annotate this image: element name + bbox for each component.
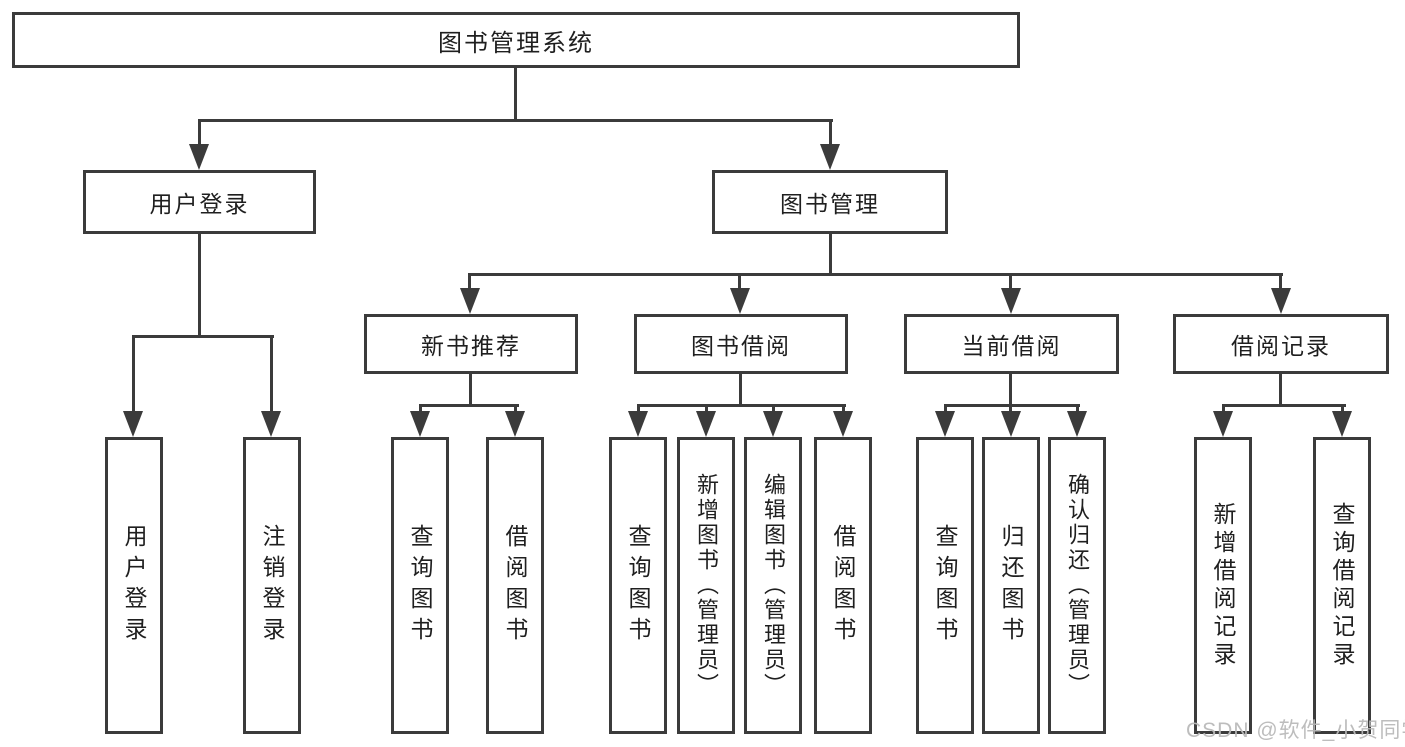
leaf-edit-book-admin: 编辑图书（管理员） — [744, 437, 802, 734]
connector-root-bar — [198, 119, 833, 122]
arrow-query-books-3 — [935, 411, 955, 437]
arrow-new-book-recommend — [460, 288, 480, 314]
arrow-current-borrow — [1001, 288, 1021, 314]
arrow-query-borrow-record — [1332, 411, 1352, 437]
connector-drop-edit-book-admin — [772, 404, 775, 416]
arrow-book-management — [820, 144, 840, 170]
connector-drop-query-books-2 — [637, 404, 640, 416]
connector-drop-user-login-leaf — [132, 335, 135, 415]
arrow-add-book-admin — [696, 411, 716, 437]
node-user-login: 用户登录 — [83, 170, 316, 234]
arrow-borrow-records — [1271, 288, 1291, 314]
connector-book-borrow-bar — [637, 404, 846, 407]
connector-new-book-recommend-bar — [419, 404, 519, 407]
connector-user-login-bar — [132, 335, 274, 338]
connector-drop-query-books-1 — [419, 404, 422, 416]
connector-drop-borrow-records — [1279, 273, 1282, 293]
connector-borrow-records-stem — [1279, 374, 1282, 407]
arrow-query-books-1 — [410, 411, 430, 437]
connector-drop-add-borrow-record — [1222, 404, 1225, 416]
connector-new-book-recommend-stem — [469, 374, 472, 407]
arrow-user-login-leaf — [123, 411, 143, 437]
leaf-confirm-return-admin: 确认归还（管理员） — [1048, 437, 1106, 734]
connector-book-borrow-stem — [739, 374, 742, 407]
node-root: 图书管理系统 — [12, 12, 1020, 68]
arrow-add-borrow-record — [1213, 411, 1233, 437]
leaf-add-book-admin: 新增图书（管理员） — [677, 437, 735, 734]
arrow-borrow-books-1 — [505, 411, 525, 437]
node-book-management: 图书管理 — [712, 170, 948, 234]
arrow-logout — [261, 411, 281, 437]
leaf-query-borrow-record: 查询借阅记录 — [1313, 437, 1371, 734]
connector-drop-logout — [270, 335, 273, 415]
connector-drop-current-borrow — [1009, 273, 1012, 293]
csdn-watermark: CSDN @软件_小贺同学 — [1186, 719, 1405, 742]
arrow-edit-book-admin — [763, 411, 783, 437]
leaf-user-login: 用户登录 — [105, 437, 163, 734]
connector-drop-borrow-books-2 — [842, 404, 845, 416]
leaf-logout: 注销登录 — [243, 437, 301, 734]
leaf-borrow-books-1: 借阅图书 — [486, 437, 544, 734]
connector-drop-confirm-return-admin — [1076, 404, 1079, 416]
leaf-query-books-1: 查询图书 — [391, 437, 449, 734]
connector-root-stem — [514, 68, 517, 122]
arrow-user-login — [189, 144, 209, 170]
connector-book-management-bar — [468, 273, 1283, 276]
connector-current-borrow-bar — [944, 404, 1080, 407]
connector-drop-query-borrow-record — [1341, 404, 1344, 416]
leaf-borrow-books-2: 借阅图书 — [814, 437, 872, 734]
connector-drop-query-books-3 — [944, 404, 947, 416]
connector-current-borrow-stem — [1009, 374, 1012, 407]
connector-drop-add-book-admin — [705, 404, 708, 416]
connector-drop-return-book — [1009, 404, 1012, 416]
connector-drop-user-login — [198, 119, 201, 151]
connector-drop-new-book-recommend — [468, 273, 471, 293]
arrow-confirm-return-admin — [1067, 411, 1087, 437]
connector-user-login-stem — [198, 234, 201, 338]
node-book-borrow: 图书借阅 — [634, 314, 848, 374]
arrow-query-books-2 — [628, 411, 648, 437]
node-new-book-recommend: 新书推荐 — [364, 314, 578, 374]
connector-book-management-stem — [829, 234, 832, 276]
leaf-return-book: 归还图书 — [982, 437, 1040, 734]
leaf-query-books-2: 查询图书 — [609, 437, 667, 734]
connector-drop-book-borrow — [738, 273, 741, 293]
connector-drop-book-management — [829, 119, 832, 151]
arrow-borrow-books-2 — [833, 411, 853, 437]
connector-drop-borrow-books-1 — [514, 404, 517, 416]
leaf-add-borrow-record: 新增借阅记录 — [1194, 437, 1252, 734]
node-borrow-records: 借阅记录 — [1173, 314, 1389, 374]
leaf-query-books-3: 查询图书 — [916, 437, 974, 734]
node-current-borrow: 当前借阅 — [904, 314, 1119, 374]
arrow-book-borrow — [730, 288, 750, 314]
arrow-return-book — [1001, 411, 1021, 437]
connector-borrow-records-bar — [1222, 404, 1346, 407]
